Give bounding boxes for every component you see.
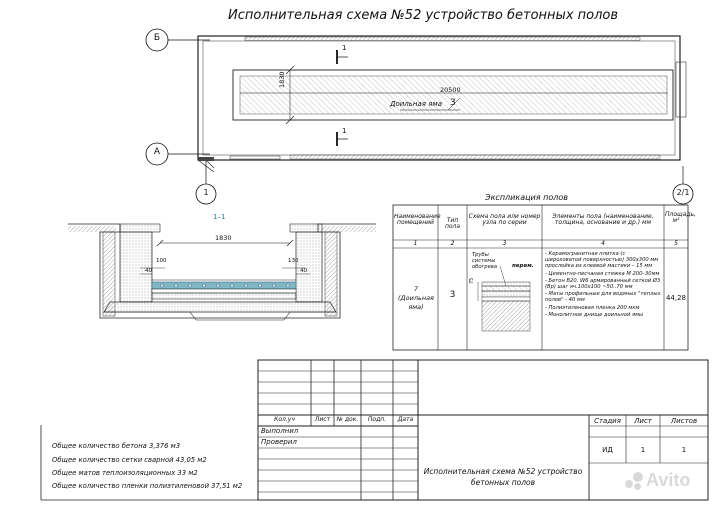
section-marker-bottom: 1 xyxy=(342,127,347,135)
stamp-stage: ИД xyxy=(602,446,613,454)
section-dim-40-left: 40 xyxy=(145,268,152,274)
stamp-sheets: 1 xyxy=(681,446,687,454)
note-mats: Общее матов теплоизоляционных 33 м2 xyxy=(52,469,198,477)
stamp-doc-title: Исполнительная схема №52 устройство бето… xyxy=(423,467,583,487)
stamp-col-sign: Подп. xyxy=(367,416,387,423)
note-film: Общее количество пленки полиэтиленовой 3… xyxy=(52,482,243,490)
floor-plan xyxy=(168,35,687,184)
axis-bubble-b xyxy=(145,28,169,52)
section-1-1 xyxy=(68,223,376,321)
elements-list: - Керамогранитная плитка (с шероховатой … xyxy=(545,251,663,318)
element-line: - Монолитное днище доильной ямы xyxy=(545,311,644,318)
element-line: - Маты профильные для водяных "теплых по… xyxy=(545,291,661,304)
section-dim-100: 100 xyxy=(156,258,167,264)
axis-label-a: А xyxy=(153,147,161,157)
axis-label-1: 1 xyxy=(203,188,209,197)
section-dim-1830: 1830 xyxy=(215,234,232,242)
scheme-dim: 75 xyxy=(469,277,475,284)
row-area: 44,28 xyxy=(665,294,687,302)
title-block-grid xyxy=(257,359,709,501)
stamp-sheet-header: Лист xyxy=(634,417,652,425)
col-num-1: 1 xyxy=(413,240,418,247)
scheme-perim: перем. xyxy=(512,263,534,269)
axis-label-b: Б xyxy=(153,33,161,43)
dim-length: 20500 xyxy=(440,86,461,94)
axis-bubble-1 xyxy=(195,183,217,205)
section-dim-130: 130 xyxy=(288,258,299,264)
milking-pit-hatch xyxy=(239,75,668,115)
col-num-5: 5 xyxy=(674,240,678,247)
col-header-scheme: Схема пола или номер узла по серии xyxy=(468,213,541,227)
row-type: 3 xyxy=(449,290,456,300)
stamp-col-doc: № док. xyxy=(336,416,359,423)
element-line: - Керамогранитная плитка (с шероховатой … xyxy=(545,251,659,270)
stamp-col-date: Дата xyxy=(397,416,414,423)
milking-pit-outline xyxy=(232,69,674,121)
col-header-type: Тип пола xyxy=(444,217,461,231)
stamp-checked: Проверил xyxy=(261,438,297,446)
stamp-col-list: Лист xyxy=(314,416,331,423)
section-dim-40-right: 40 xyxy=(300,268,307,274)
section-title: 1–1 xyxy=(213,213,226,221)
stamp-sheet: 1 xyxy=(640,446,646,454)
avito-watermark: Avito xyxy=(625,470,690,491)
element-line: - Полиэтиленовая пленка 200 мкм xyxy=(545,304,640,311)
note-concrete: Общее количество бетона 3,376 м3 xyxy=(52,442,181,450)
col-header-room: Наименование помещений xyxy=(394,213,441,227)
axis-bubble-a xyxy=(145,142,169,166)
drawing-title: Исполнительная схема №52 устройство бето… xyxy=(228,8,619,23)
dim-height: 1830 xyxy=(278,71,286,88)
row-room: 7 (Доильная яма) xyxy=(398,285,434,311)
stamp-col-koluch: Кол.уч xyxy=(274,416,295,423)
scheme-note: Трубы системы обогрева xyxy=(472,252,497,271)
stamp-done: Выполнил xyxy=(261,427,299,435)
stamp-stage-header: Стадия xyxy=(594,417,621,425)
element-line: - Бетон В20, W6 армированный сеткой Ø3 (… xyxy=(545,277,661,291)
axis-bubble-2-1 xyxy=(672,183,694,205)
col-num-4: 4 xyxy=(601,240,605,247)
pit-label: Доильная яма xyxy=(390,100,442,108)
stamp-sheets-header: Листов xyxy=(670,417,698,425)
plan-outer-wall xyxy=(197,35,681,161)
col-num-2: 2 xyxy=(450,240,455,247)
note-mesh: Общее количество сетки сварной 43,05 м2 xyxy=(52,456,207,464)
explication-table-grid xyxy=(392,204,689,351)
col-header-elements: Элементы пола (наименование, толщина, ос… xyxy=(552,213,654,227)
element-line: - Цементно-песчаная стяжка М 200–30мм xyxy=(545,270,660,277)
axis-label-2-1: 2/1 xyxy=(676,188,690,197)
avito-logo-icon xyxy=(625,471,643,490)
col-header-area: Площадь, м² xyxy=(665,211,696,225)
pit-number: 3 xyxy=(450,98,456,108)
floor-scheme-drawing xyxy=(477,265,531,332)
col-num-3: 3 xyxy=(502,240,507,247)
section-marker-top: 1 xyxy=(342,44,347,52)
explication-title: Экспликация полов xyxy=(485,193,568,202)
